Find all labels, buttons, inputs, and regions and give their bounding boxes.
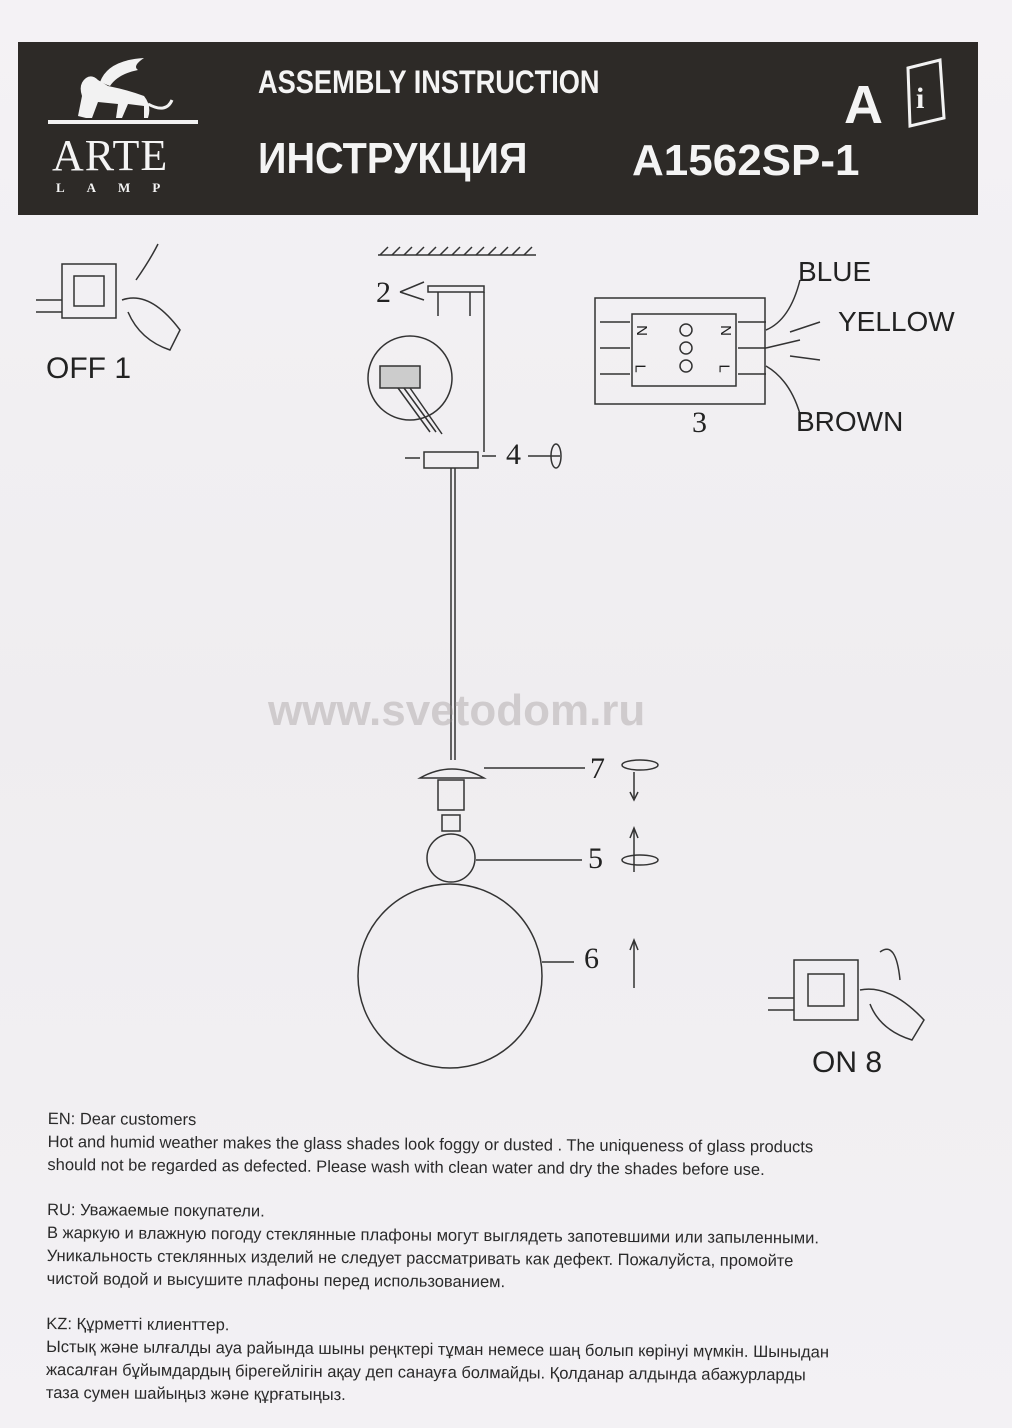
title-russian: ИНСТРУКЦИЯ (258, 134, 528, 183)
wire-brown-label: BROWN (796, 406, 904, 437)
sheet-letter: A (844, 75, 883, 135)
terminal-label: L (715, 364, 733, 373)
step-1-off-label: OFF 1 (46, 352, 132, 385)
terminal-label: N (716, 325, 734, 336)
watermark: www.svetodom.ru (268, 686, 646, 735)
note-line: таза сумен шайыңыз және құрғатыңыз. (45, 1383, 346, 1405)
winged-lion-logo (48, 58, 198, 124)
title-english: ASSEMBLY INSTRUCTION (258, 64, 600, 100)
light-bulb (426, 814, 582, 883)
lamp-holder (417, 767, 585, 811)
connection-detail (367, 335, 453, 435)
step-2-label: 2 (376, 276, 391, 309)
step-5-label: 5 (588, 842, 603, 875)
step-8-on-label: ON 8 (812, 1046, 883, 1079)
terminal-block (594, 279, 821, 415)
terminal-label: N (632, 325, 650, 336)
step-3-label: 3 (692, 406, 707, 439)
glass-shade (357, 883, 574, 1069)
wire-yellow-label: YELLOW (838, 306, 955, 337)
step-4-label: 4 (506, 438, 521, 471)
step-7-label: 7 (590, 752, 605, 785)
instruction-book-icon: i (906, 58, 946, 128)
brand-name: ARTE (52, 131, 169, 180)
step-arrows (528, 443, 659, 988)
terminal-label: L (631, 364, 649, 373)
wire-blue-label: BLUE (798, 256, 872, 287)
brand-subtitle: LAMP (56, 180, 183, 195)
switch-off-icon (36, 243, 181, 351)
canopy (405, 451, 496, 760)
customer-notes: EN: Dear customers Hot and humid weather… (46, 1086, 948, 1428)
switch-on-icon (768, 948, 925, 1041)
note-line: чистой водой и высушите плафоны перед ис… (46, 1269, 506, 1292)
model-number: A1562SP-1 (632, 136, 860, 185)
svg-text:i: i (916, 82, 924, 115)
header-band: ARTE LAMP ASSEMBLY INSTRUCTION ИНСТРУКЦИ… (18, 42, 978, 215)
step-6-label: 6 (584, 942, 599, 975)
ceiling-mount (378, 246, 536, 452)
